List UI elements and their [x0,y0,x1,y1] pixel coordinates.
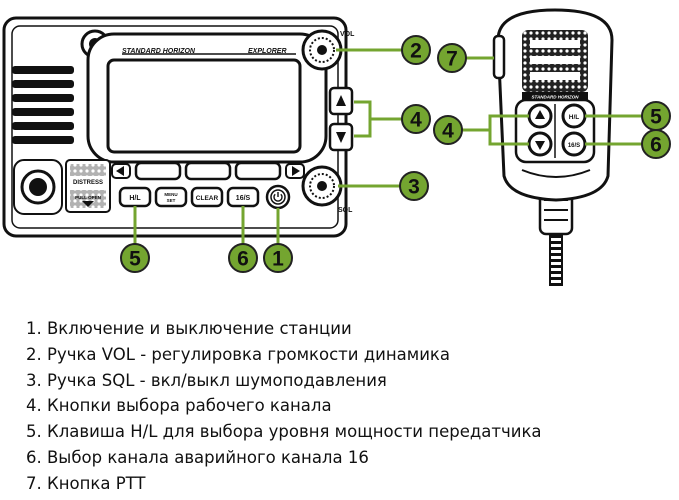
mic-brand: STANDARD HORIZON [532,95,580,100]
ch16-button[interactable]: 16/S [226,186,260,208]
mic-ch16-button[interactable]: 16/S [561,131,587,157]
callout-badge-4-mic: 4 [433,115,463,145]
callout-badge-3: 3 [399,171,429,201]
callout-badge-4-radio: 4 [401,104,431,134]
svg-text:1: 1 [272,248,284,271]
mic-hl-button[interactable]: H/L [561,103,587,129]
hand-microphone: STANDARD HORIZON H/L 16/S [492,8,614,286]
legend-item: 4. Кнопки выбора рабочего канала [26,396,332,416]
mic-jack [13,159,63,215]
sql-label: SQL [338,207,353,214]
distress-label: DISTRESS [73,180,103,186]
mic-up-button[interactable] [527,103,553,129]
mic-grille [522,30,588,92]
radio-diagram: STANDARD HORIZON EXPLORER VOL SQL [2,8,671,286]
svg-text:7: 7 [446,48,458,71]
svg-text:MENU: MENU [164,192,177,197]
callout-badge-6-radio: 6 [228,243,258,273]
mic-down-button[interactable] [527,131,553,157]
vol-label: VOL [340,31,355,38]
svg-text:6: 6 [650,134,662,157]
callout-badge-7: 7 [437,43,467,73]
soft-key-row [111,161,305,181]
callout-badge-5-mic: 5 [641,101,671,131]
svg-text:H/L: H/L [569,114,580,121]
menu-set-button[interactable]: MENU SET [154,186,188,208]
clear-button[interactable]: CLEAR [190,186,224,208]
svg-text:SET: SET [167,198,176,203]
legend-item: 6. Выбор канала аварийного канала 16 [26,447,369,467]
legend-list: 1. Включение и выключение станции 2. Руч… [26,316,542,497]
svg-text:16/S: 16/S [568,143,580,149]
radio-brand: STANDARD HORIZON [122,48,196,55]
legend-item: 5. Клавиша H/L для выбора уровня мощност… [26,422,542,442]
speaker-vents [12,66,74,144]
channel-up-button[interactable] [328,86,354,116]
mic-cable [538,188,574,286]
vol-knob[interactable] [301,29,343,71]
radio-front-panel: STANDARD HORIZON EXPLORER VOL SQL [2,16,355,238]
display-bezel: STANDARD HORIZON EXPLORER [86,32,328,164]
callout-badge-1: 1 [263,243,293,273]
distress-sub: PULL OPEN [75,195,101,200]
sql-knob[interactable] [301,165,343,207]
svg-text:2: 2 [410,40,422,63]
legend-item: 1. Включение и выключение станции [26,319,352,338]
legend-item: 3. Ручка SQL - вкл/выкл шумоподавления [26,370,387,390]
svg-text:6: 6 [237,248,249,271]
distress-cover[interactable]: DISTRESS PULL OPEN [65,159,111,213]
legend-item: 7. Кнопка PTT [26,473,146,493]
legend-item: 2. Ручка VOL - регулировка громкости дин… [26,344,451,364]
callout-lines [133,48,642,244]
svg-text:5: 5 [650,106,662,129]
callout-badge-6-mic: 6 [641,129,671,159]
svg-text:4: 4 [410,109,422,132]
svg-text:5: 5 [129,248,141,271]
svg-text:3: 3 [408,176,420,199]
hl-button[interactable]: H/L [118,186,152,208]
callout-badge-5-radio: 5 [120,243,150,273]
radio-model: EXPLORER [248,48,287,55]
power-icon [273,192,283,202]
channel-down-button[interactable] [328,122,354,152]
svg-text:4: 4 [442,120,454,143]
callout-badge-2: 2 [401,35,431,65]
svg-text:CLEAR: CLEAR [196,195,219,202]
power-button[interactable] [265,184,291,210]
svg-text:H/L: H/L [129,195,141,202]
svg-text:16/S: 16/S [236,195,251,202]
